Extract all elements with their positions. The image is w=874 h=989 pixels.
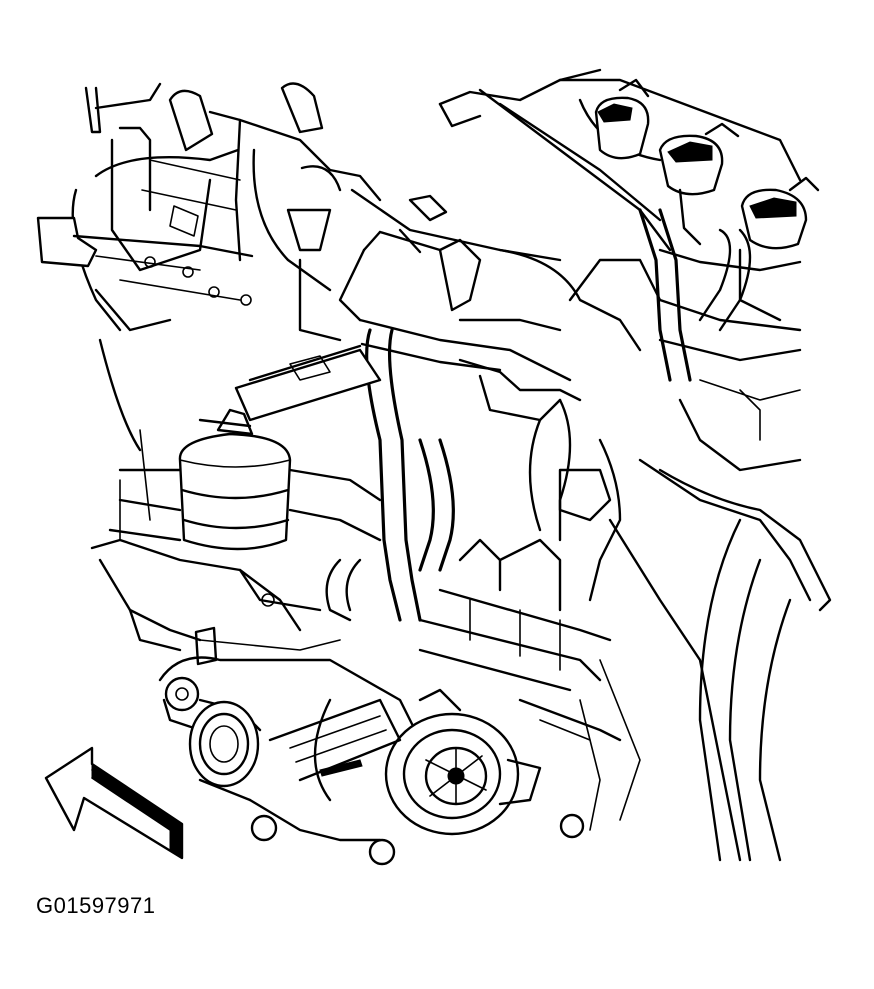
crankshaft-seal (188, 700, 260, 788)
ignition-coil-1 (594, 78, 650, 160)
intake-plenum (350, 188, 662, 352)
water-pump-pulley (384, 688, 542, 836)
wiring-harness (418, 398, 622, 692)
timing-cover (158, 626, 585, 866)
front-direction-arrow (44, 746, 184, 860)
engine-block (518, 458, 832, 862)
ignition-coil-2 (658, 122, 740, 196)
mount-bracket (234, 230, 442, 422)
engine-mount (108, 408, 382, 551)
valve-cover-area (438, 68, 820, 472)
belt-tensioner (268, 698, 402, 782)
figure-id-label: G01597971 (36, 893, 156, 918)
engine-cradle (90, 429, 341, 652)
upper-intake-area (36, 82, 382, 452)
ignition-coil-3 (740, 176, 820, 250)
coolant-hoses (325, 208, 752, 622)
